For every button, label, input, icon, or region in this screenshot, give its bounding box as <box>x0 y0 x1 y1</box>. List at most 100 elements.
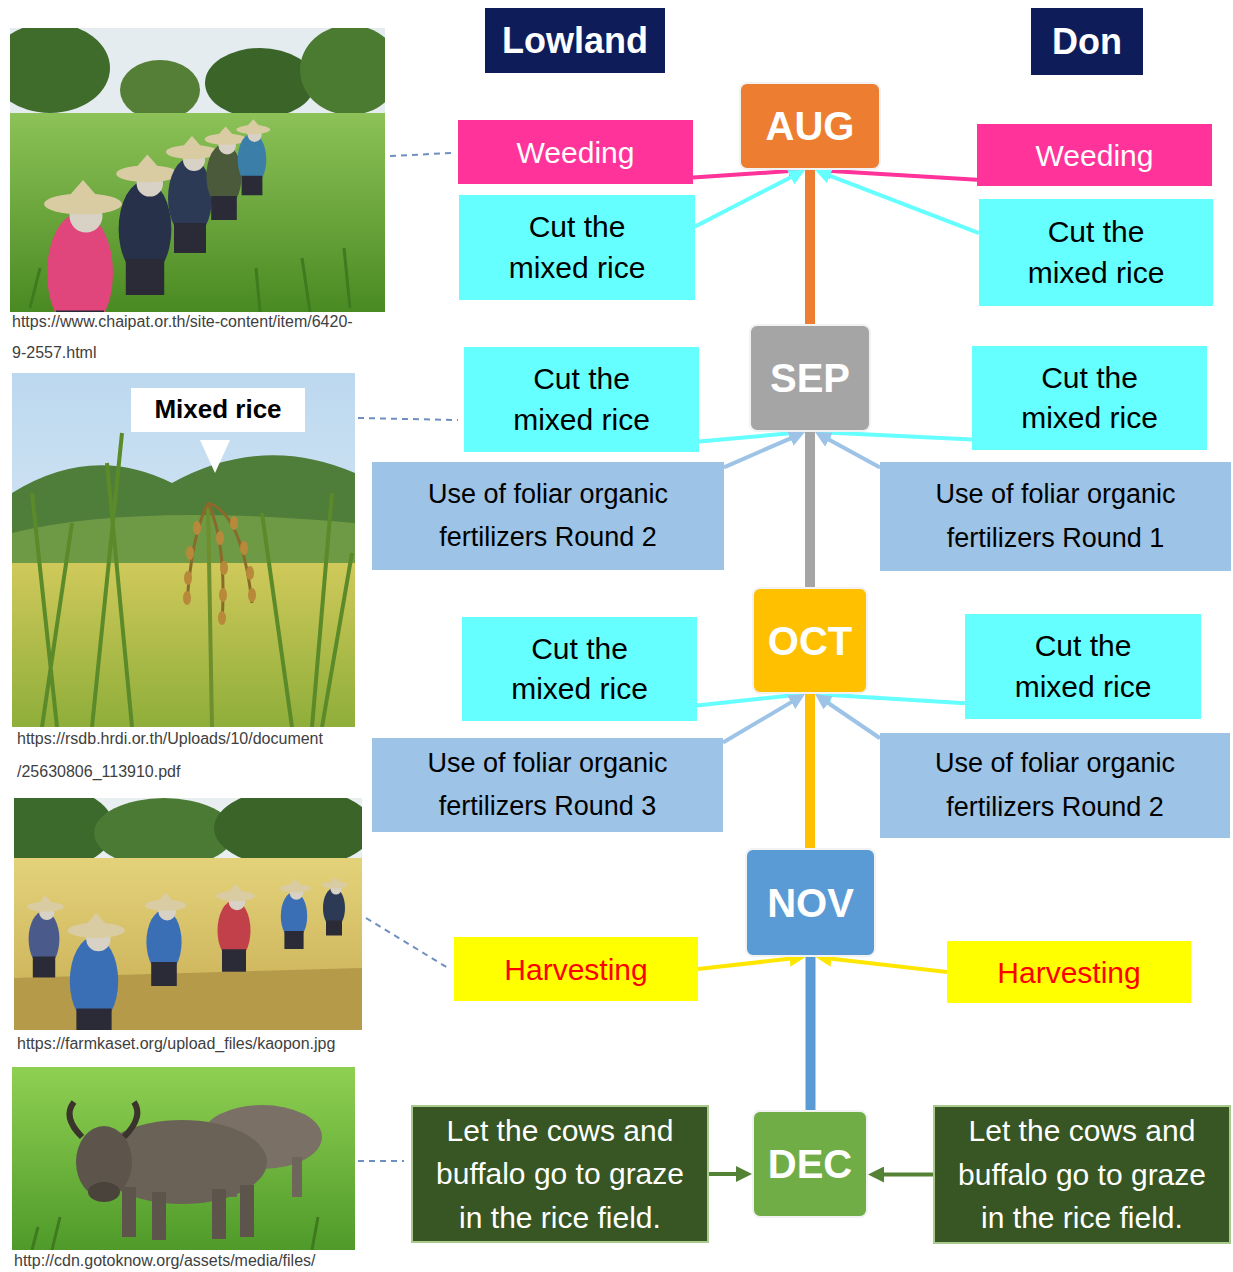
node-text: Use of foliar organic fertilizers Round … <box>889 473 1223 559</box>
activity-arrow <box>827 171 977 180</box>
node-text: Let the cows and buffalo go to graze in … <box>946 1109 1218 1240</box>
activity-arrow <box>827 433 972 440</box>
source-url: http://cdn.gotoknow.org/assets/media/fil… <box>14 1252 316 1270</box>
node-text: Lowland <box>502 19 648 62</box>
photo-buffalo <box>12 1067 355 1250</box>
activity-box: Let the cows and buffalo go to graze in … <box>933 1105 1231 1244</box>
illustration-part <box>187 503 208 603</box>
activity-arrow <box>880 1173 933 1177</box>
illustration-part <box>358 153 458 1161</box>
activity-box: Weeding <box>458 120 693 184</box>
callout-box: Mixed rice <box>131 388 305 432</box>
illustration-part <box>183 516 256 625</box>
node-text: Harvesting <box>504 950 647 989</box>
illustration-part <box>358 418 458 420</box>
illustration-part <box>230 516 238 530</box>
illustration-part <box>94 798 234 868</box>
activity-arrow <box>827 958 947 972</box>
activity-arrow <box>698 958 794 969</box>
illustration-part <box>212 1189 226 1239</box>
node-text: SEP <box>770 354 850 402</box>
source-url: 9-2557.html <box>12 344 97 362</box>
timeline-segment <box>806 957 816 1110</box>
activity-box: Harvesting <box>947 941 1191 1003</box>
timeline-segment <box>805 432 815 587</box>
activity-box: Use of foliar organic fertilizers Round … <box>880 733 1230 838</box>
illustration-part <box>236 119 270 195</box>
activity-arrow <box>697 695 793 705</box>
illustration-part <box>12 373 355 727</box>
illustration-part <box>145 892 187 986</box>
illustration-part <box>205 48 315 118</box>
illustration-part <box>246 566 254 580</box>
illustration-part <box>12 1067 355 1250</box>
illustration-part <box>218 611 226 625</box>
illustration-part <box>70 1102 138 1137</box>
activity-arrow <box>724 437 794 468</box>
illustration-part <box>27 896 63 978</box>
node-text: Cut the mixed rice <box>996 626 1171 707</box>
timeline-segment <box>805 694 815 848</box>
illustration-part <box>200 440 230 473</box>
illustration-part <box>292 1157 302 1197</box>
activity-box: Cut the mixed rice <box>459 195 695 300</box>
illustration-part <box>68 913 125 1030</box>
node-text: Use of foliar organic fertilizers Round … <box>381 742 715 828</box>
activity-arrow <box>723 700 795 742</box>
activity-box: Let the cows and buffalo go to graze in … <box>411 1105 709 1244</box>
illustration-part <box>248 588 256 602</box>
month-box: AUG <box>739 82 881 170</box>
node-text: Weeding <box>1036 136 1154 175</box>
activity-box: Cut the mixed rice <box>972 346 1207 450</box>
illustration-part <box>122 1187 136 1237</box>
activity-arrow <box>825 701 880 738</box>
illustration-part <box>116 155 178 295</box>
month-box: SEP <box>749 324 871 432</box>
photo-weeding <box>10 28 385 312</box>
activity-arrow <box>693 171 793 178</box>
activity-arrow <box>699 433 793 441</box>
illustration-part <box>152 1192 166 1240</box>
node-text: Cut the mixed rice <box>1009 212 1184 293</box>
activity-box: Cut the mixed rice <box>979 199 1213 306</box>
activity-box: Cut the mixed rice <box>464 347 699 452</box>
timeline-segment <box>805 170 815 324</box>
activity-box: Weeding <box>977 124 1212 186</box>
header-box: Lowland <box>485 8 665 73</box>
activity-box: Harvesting <box>454 937 698 1001</box>
month-box: DEC <box>752 1110 868 1218</box>
illustration-part <box>216 884 255 972</box>
illustration-part <box>240 1185 254 1237</box>
node-text: Cut the mixed rice <box>492 629 667 710</box>
node-text: Use of foliar organic fertilizers Round … <box>888 742 1222 828</box>
node-text: Don <box>1052 20 1122 63</box>
illustration-part <box>184 571 192 585</box>
illustration-part <box>183 591 191 605</box>
node-text: Mixed rice <box>154 394 281 425</box>
node-text: OCT <box>768 617 852 665</box>
month-box: OCT <box>752 587 868 694</box>
activity-arrow <box>826 438 880 468</box>
header-box: Don <box>1031 8 1143 75</box>
node-text: Cut the mixed rice <box>494 359 669 440</box>
illustration-part <box>193 521 201 535</box>
activity-box: Use of foliar organic fertilizers Round … <box>372 738 723 832</box>
illustration-part <box>208 503 212 727</box>
node-text: AUG <box>766 102 855 150</box>
illustration-part <box>14 858 362 1030</box>
illustration-part <box>240 541 248 555</box>
illustration-part <box>186 546 194 560</box>
source-url: https://rsdb.hrdi.or.th/Uploads/10/docum… <box>17 730 323 748</box>
node-text: Use of foliar organic fertilizers Round … <box>381 473 715 559</box>
node-text: Cut the mixed rice <box>1002 358 1177 439</box>
illustration-part <box>322 877 348 936</box>
illustration-part <box>300 28 385 115</box>
activity-arrow <box>709 1172 740 1176</box>
illustration-part <box>44 180 122 312</box>
node-text: Cut the mixed rice <box>490 207 665 288</box>
node-text: Let the cows and buffalo go to graze in … <box>424 1109 696 1240</box>
illustration-part <box>208 503 223 623</box>
node-text: NOV <box>767 879 854 927</box>
illustration-part <box>358 1160 404 1162</box>
